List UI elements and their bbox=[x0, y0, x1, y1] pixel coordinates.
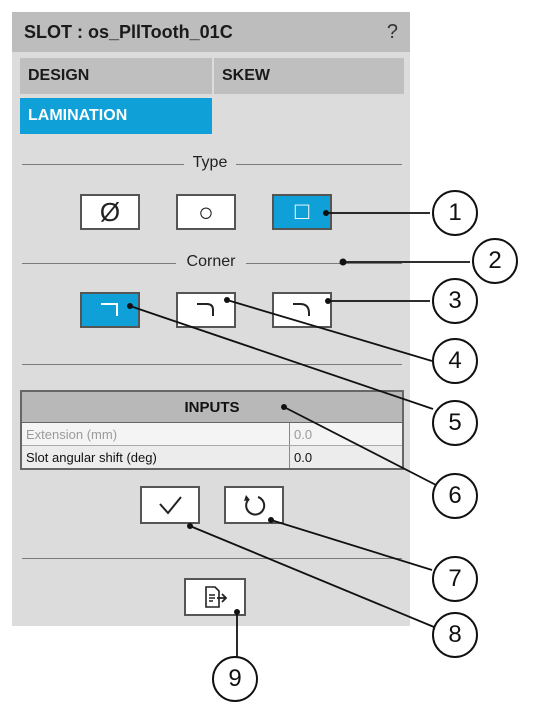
callout-7: 7 bbox=[432, 556, 478, 602]
table-row: Extension (mm) 0.0 bbox=[22, 423, 402, 446]
tab-lamination[interactable]: LAMINATION bbox=[20, 98, 212, 134]
callout-4: 4 bbox=[432, 338, 478, 384]
type-button-round[interactable]: ○ bbox=[176, 194, 236, 230]
square-icon: □ bbox=[294, 198, 310, 225]
export-button[interactable] bbox=[184, 578, 246, 616]
callout-9: 9 bbox=[212, 656, 258, 702]
circle-icon: ○ bbox=[198, 196, 214, 227]
title-bar: SLOT : os_PllTooth_01C ? bbox=[12, 12, 410, 52]
callout-8: 8 bbox=[432, 612, 478, 658]
callout-2: 2 bbox=[472, 238, 518, 284]
callout-1: 1 bbox=[432, 190, 478, 236]
corner-label: Corner bbox=[176, 253, 246, 271]
type-button-none[interactable]: Ø bbox=[80, 194, 140, 230]
corner-sharp-icon bbox=[101, 303, 118, 316]
table-row: Slot angular shift (deg) 0.0 bbox=[22, 446, 402, 468]
export-divider bbox=[22, 558, 402, 559]
reset-button[interactable] bbox=[224, 486, 284, 524]
corner-large-round-icon bbox=[293, 303, 310, 316]
inputs-divider bbox=[22, 364, 402, 365]
corner-button-sharp[interactable] bbox=[80, 292, 140, 328]
extension-field: 0.0 bbox=[294, 426, 313, 442]
corner-round-icon bbox=[197, 303, 214, 316]
callout-5: 5 bbox=[432, 400, 478, 446]
slot-angular-shift-field[interactable]: 0.0 bbox=[294, 449, 313, 465]
check-icon bbox=[159, 496, 182, 515]
reset-icon bbox=[244, 495, 266, 516]
inputs-table: INPUTS Extension (mm) 0.0 Slot angular s… bbox=[20, 390, 404, 470]
apply-button[interactable] bbox=[140, 486, 200, 524]
type-button-square[interactable]: □ bbox=[272, 194, 332, 230]
slot-panel: SLOT : os_PllTooth_01C ? DESIGN SKEW LAM… bbox=[12, 12, 410, 626]
slot-angular-shift-label: Slot angular shift (deg) bbox=[22, 446, 290, 468]
extension-label: Extension (mm) bbox=[22, 423, 290, 445]
tab-design[interactable]: DESIGN bbox=[20, 58, 212, 94]
inputs-header: INPUTS bbox=[22, 392, 402, 423]
help-icon[interactable]: ? bbox=[386, 20, 398, 43]
callout-6: 6 bbox=[432, 473, 478, 519]
callout-3: 3 bbox=[432, 278, 478, 324]
corner-button-round[interactable] bbox=[176, 292, 236, 328]
empty-set-icon: Ø bbox=[99, 196, 121, 227]
tab-skew[interactable]: SKEW bbox=[214, 58, 404, 94]
corner-button-large-round[interactable] bbox=[272, 292, 332, 328]
type-label: Type bbox=[184, 154, 236, 172]
window-title: SLOT : os_PllTooth_01C bbox=[24, 21, 233, 42]
export-icon bbox=[205, 586, 228, 608]
